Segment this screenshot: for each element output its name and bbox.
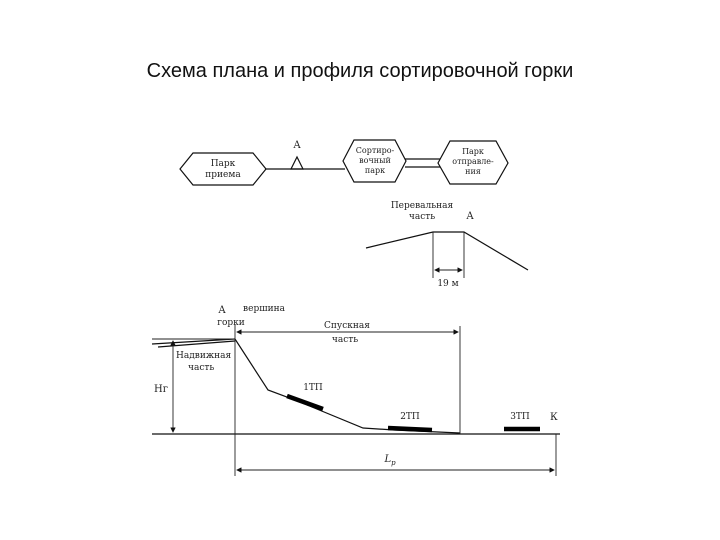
- descent-label-1: Спускная: [324, 321, 370, 331]
- crest-profile-line: [365, 231, 529, 271]
- sorting-park-label-2: вочный: [359, 156, 391, 165]
- sorting-park-hexagon: [342, 139, 407, 183]
- departure-park-label-2: отправле-: [452, 157, 494, 166]
- plan-scheme: Парк приема А Сортиро- вочный парк Парк …: [179, 139, 509, 186]
- departure-park-label-3: ния: [465, 167, 481, 176]
- receiving-park-label-1: Парк: [211, 159, 236, 169]
- profile-point-k: К: [550, 412, 558, 423]
- slide-title: Схема плана и профиля сортировочной горк…: [146, 60, 574, 82]
- profile-point-a: А: [218, 305, 226, 316]
- crest-point-a: А: [466, 211, 474, 222]
- crest-label-1: Перевальная: [391, 201, 454, 211]
- approach-line-upper: [151, 338, 236, 345]
- approach-label-2: часть: [188, 363, 214, 373]
- descent-profile-line: [234, 338, 461, 434]
- plan-point-a: А: [293, 140, 301, 151]
- brake-2-label: 2ТП: [400, 412, 420, 422]
- receiving-park-hexagon: [179, 152, 267, 186]
- total-length-label: Lр: [383, 454, 396, 467]
- height-label: Нг: [154, 384, 168, 395]
- departure-park-label-1: Парк: [462, 147, 484, 156]
- hump-crest-detail: Перевальная часть А 19 м: [365, 201, 529, 289]
- sorting-park-label-1: Сортиро-: [356, 146, 395, 155]
- brake-position-2: [387, 425, 433, 433]
- brake-3-label: 3ТП: [510, 412, 530, 422]
- hump-triangle: [290, 155, 304, 170]
- crest-label-2: часть: [409, 212, 435, 222]
- crest-length-label: 19 м: [437, 279, 458, 289]
- profile-top-label-2: горки: [217, 318, 245, 328]
- brake-1-label: 1ТП: [303, 383, 323, 393]
- departure-park-hexagon: [437, 140, 509, 185]
- profile-top-label-1: вершина: [243, 304, 286, 314]
- receiving-park-label-2: приема: [205, 170, 241, 180]
- hump-profile: А вершина горки Нг Надвижная часть Спуск…: [151, 304, 560, 476]
- sorting-park-label-3: парк: [365, 166, 385, 175]
- brake-position-1: [286, 393, 324, 412]
- approach-label-1: Надвижная: [176, 351, 231, 361]
- descent-label-2: часть: [332, 335, 358, 345]
